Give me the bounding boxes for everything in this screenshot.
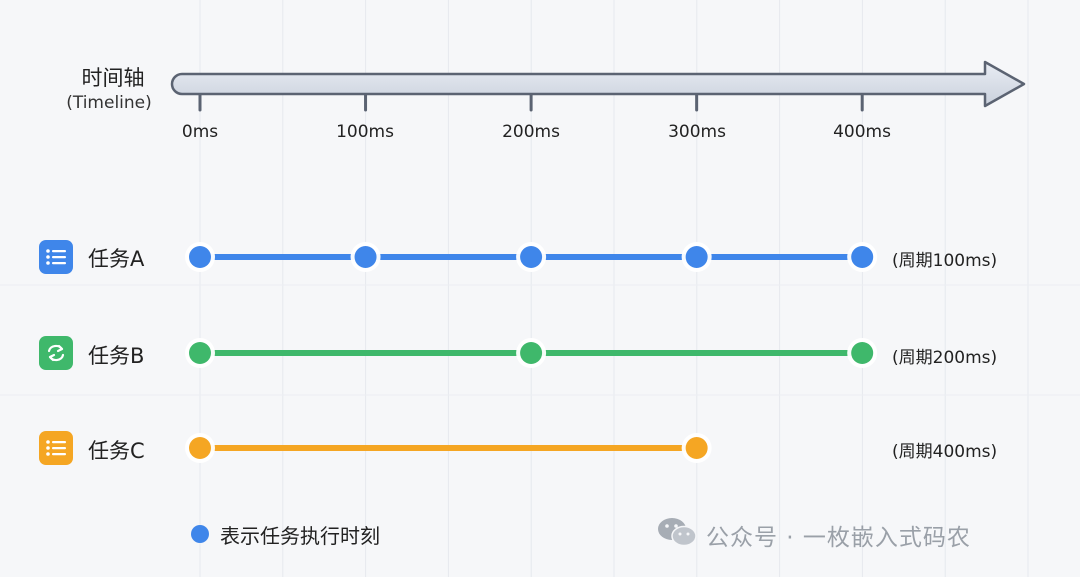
execution-point (685, 246, 708, 268)
task-b-name: 任务B (88, 344, 145, 368)
execution-point (189, 437, 211, 459)
legend-text: 表示任务执行时刻 (220, 524, 380, 548)
task-c-name: 任务C (88, 439, 145, 463)
execution-point (520, 246, 543, 268)
timeline-subtitle: (Timeline) (66, 93, 152, 113)
tick-label-400: 400ms (833, 122, 891, 142)
tick-label-100: 100ms (336, 122, 394, 142)
task-c-list-icon (39, 431, 73, 465)
execution-point (520, 342, 543, 364)
task-a-period: (周期100ms) (892, 251, 998, 271)
execution-point (851, 342, 874, 364)
task-b-period: (周期200ms) (892, 348, 998, 368)
execution-point (851, 246, 874, 268)
task-a-name: 任务A (88, 247, 145, 271)
task-a-list-icon (39, 240, 73, 274)
execution-point (189, 246, 211, 268)
legend-dot (191, 525, 209, 543)
execution-point (685, 437, 708, 459)
tick-label-200: 200ms (502, 122, 560, 142)
tick-label-0: 0ms (181, 122, 219, 142)
timeline-title: 时间轴 (81, 66, 145, 90)
execution-point (189, 342, 211, 364)
tick-label-300: 300ms (668, 122, 726, 142)
watermark-text: 公众号 · 一枚嵌入式码农 (706, 525, 971, 551)
task-c-period: (周期400ms) (892, 442, 998, 462)
task-b-cycle-icon (39, 336, 73, 370)
timeline-arrow (170, 60, 1026, 112)
execution-point (354, 246, 377, 268)
wechat-icon (658, 518, 697, 547)
